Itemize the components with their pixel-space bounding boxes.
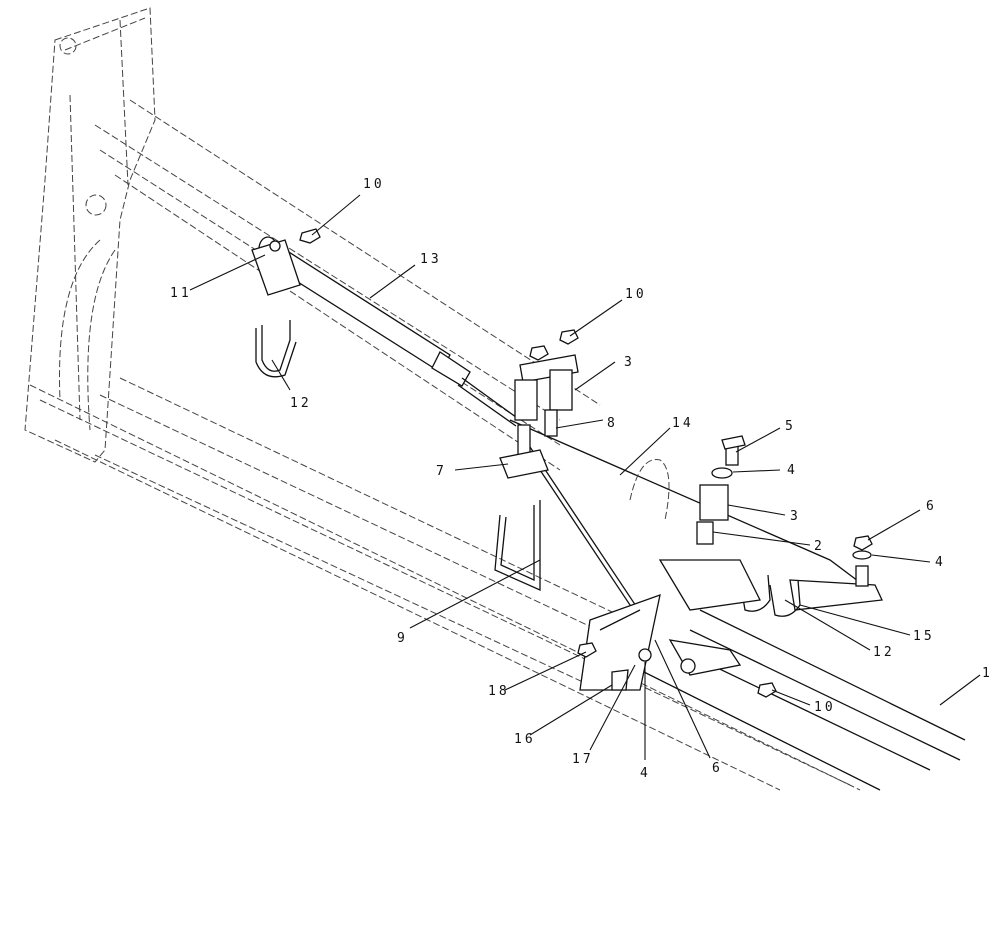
callout-2: 2 xyxy=(814,539,825,554)
lower-beam-ghost xyxy=(29,377,861,791)
spacer-plate-assembly xyxy=(514,354,579,456)
callout-13: 13 xyxy=(420,252,442,267)
callout-labels: 10 11 13 12 10 3 8 7 14 5 4 3 2 6 4 15 1… xyxy=(170,177,993,781)
callout-3-right: 3 xyxy=(790,509,801,524)
callout-1: 1 xyxy=(982,666,993,681)
callout-17: 17 xyxy=(572,752,594,767)
callout-5: 5 xyxy=(785,419,796,434)
u-bolt-left xyxy=(255,320,297,378)
callout-16: 16 xyxy=(514,732,536,747)
u-bolt-right xyxy=(739,574,801,617)
callout-4-bottom: 4 xyxy=(640,766,651,781)
callout-10-top: 10 xyxy=(363,177,385,192)
lock-nut-bottom xyxy=(757,682,777,698)
frame-upright-ghost xyxy=(24,7,156,463)
cylinder-mount-bracket xyxy=(251,239,301,296)
u-bolt-center xyxy=(494,500,541,592)
tie-loop xyxy=(629,459,670,521)
leader-lines xyxy=(189,194,981,760)
pivot-bracket-assembly xyxy=(577,559,761,691)
mount-bracket-right xyxy=(789,535,883,611)
callout-4-upper: 4 xyxy=(787,463,798,478)
bolt-washer-spacer-stack xyxy=(696,435,746,545)
callout-14: 14 xyxy=(672,416,694,431)
callout-12-right: 12 xyxy=(873,645,895,660)
callout-6-right: 6 xyxy=(926,499,937,514)
callout-11: 11 xyxy=(170,286,192,301)
callout-15: 15 xyxy=(913,629,935,644)
plate xyxy=(499,449,549,479)
callout-7: 7 xyxy=(436,464,447,479)
callout-6-bottom: 6 xyxy=(712,761,723,776)
main-frame-beam xyxy=(619,609,966,791)
callout-3-top: 3 xyxy=(624,355,635,370)
callout-4-right: 4 xyxy=(935,555,946,570)
callout-9: 9 xyxy=(397,631,408,646)
callout-10-mid: 10 xyxy=(625,287,647,302)
callout-12-left: 12 xyxy=(290,396,312,411)
callout-10-bottom: 10 xyxy=(814,700,836,715)
callout-18: 18 xyxy=(488,684,510,699)
callout-8: 8 xyxy=(607,416,618,431)
